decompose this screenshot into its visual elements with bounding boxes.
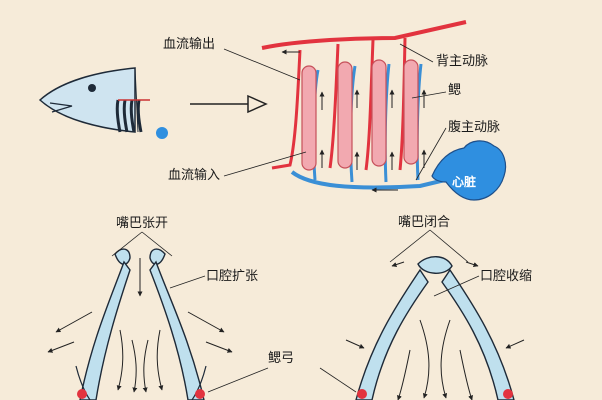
gill-red-spot [195,389,205,399]
label-cavity-expand: 口腔扩张 [206,269,259,284]
fish-gills-icon [115,99,143,133]
gill-red-spot [77,389,87,399]
fish-head-illustration [38,67,168,139]
fish-heart-icon [156,127,168,139]
label-blood-inflow: 血流输入 [168,168,221,183]
mouth-closed-illustration [111,229,525,400]
label-ventral-aorta: 腹主动脉 [448,120,501,135]
heart-icon [431,140,507,201]
label-dorsal-aorta: 背主动脉 [436,54,489,69]
label-gill-arch: 鳃弓 [268,351,295,366]
mouth-open-illustration [47,248,233,400]
gill-filament [371,59,387,167]
label-heart: 心脏 [452,175,477,189]
label-mouth-open: 嘴巴张开 [116,216,169,231]
label-gill: 鳃 [448,83,462,98]
label-mouth-closed: 嘴巴闭合 [398,215,451,230]
gill-filament [301,65,317,171]
circulation-diagram [223,20,507,201]
gill-red-spot [357,389,367,399]
gill-filament [337,61,353,169]
fish-eye-icon [88,84,96,92]
label-cavity-contract: 口腔收缩 [480,269,533,284]
transition-arrow [190,94,268,114]
label-blood-outflow: 血流输出 [163,37,216,52]
gill-red-spot [503,389,513,399]
gill-arch-leaders [207,367,357,393]
gill-filament [403,59,419,165]
